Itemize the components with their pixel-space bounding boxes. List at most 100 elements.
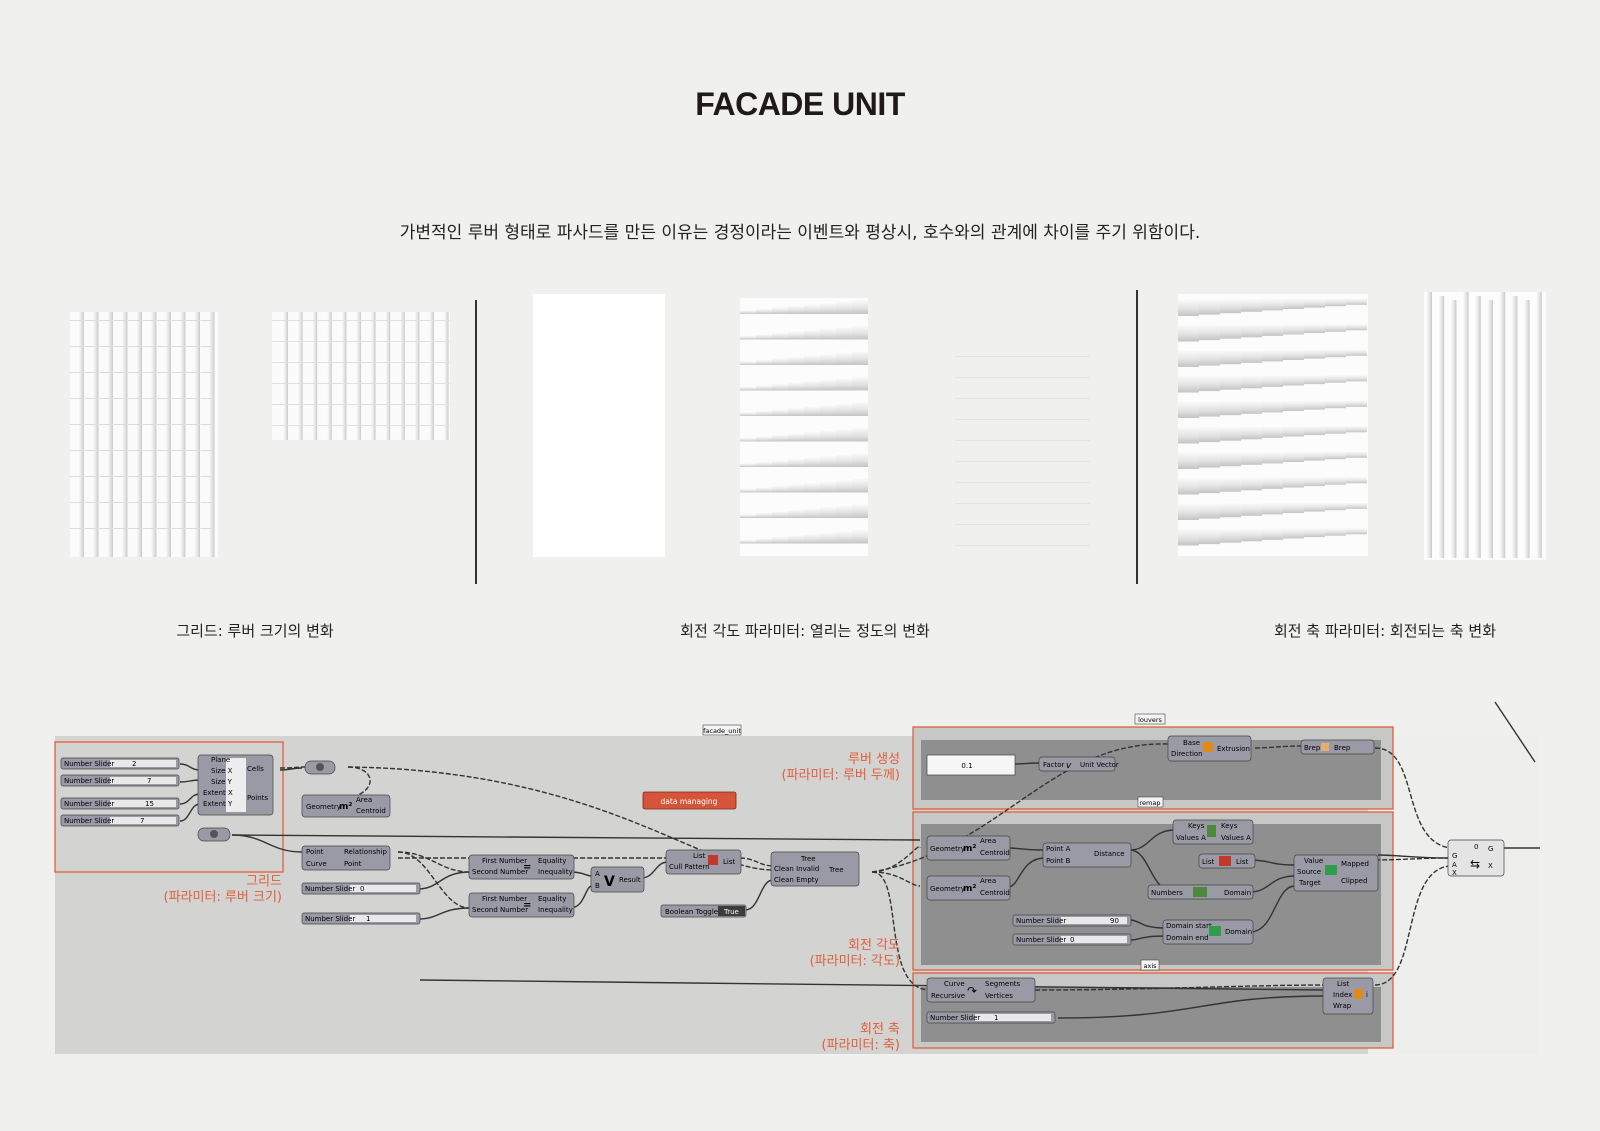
svg-text:Inequality: Inequality (538, 906, 573, 914)
louver-blade (836, 402, 852, 416)
louver-blade (1178, 425, 1199, 444)
grid-line (171, 450, 186, 451)
slider-axis[interactable]: Number Slider 1 (926, 1011, 1056, 1024)
node-point-in-curve[interactable]: Point Curve Relationship Point (301, 845, 391, 871)
node-sort-list[interactable]: Keys Values A Keys Values A (1172, 819, 1254, 845)
louver-edge (955, 461, 1090, 462)
panel-thickness[interactable]: 0.1 (926, 754, 1016, 776)
node-list-item-axis[interactable]: List Index Wrap i (1322, 977, 1374, 1015)
louver-fin (107, 312, 113, 557)
louver-blade (804, 533, 820, 544)
louver-fin (208, 312, 215, 557)
node-area-2[interactable]: Geometry m² Area Centroid (926, 835, 1011, 861)
louver-blade (1283, 374, 1304, 386)
svg-text:List: List (693, 852, 705, 860)
louver-blade (1241, 323, 1262, 338)
louver-blade (1346, 476, 1367, 484)
svg-text:First Number: First Number (482, 857, 527, 865)
svg-text:Number Slider: Number Slider (64, 760, 114, 768)
node-equality-1[interactable]: First Number Second Number = Equality In… (468, 854, 575, 880)
louver-blade (1241, 374, 1262, 389)
node-relay-1[interactable] (304, 760, 336, 775)
louver-blade (1346, 323, 1367, 331)
node-amplitude[interactable]: Factor v Unit Vector (1038, 756, 1119, 772)
grid-line (200, 398, 215, 399)
louver-blade (788, 356, 804, 365)
slider-size-x[interactable]: Number Slider 2 (60, 757, 180, 770)
grid-line (128, 398, 142, 399)
slider-one[interactable]: Number Slider 1 (301, 912, 421, 925)
slider-angle-90[interactable]: Number Slider 90 (1012, 914, 1132, 927)
louver-fin (150, 312, 157, 557)
louver-blade (1325, 476, 1346, 485)
label-rotation-axis: 회전 축(파라미터: 축) (821, 1022, 900, 1053)
louver-blade (1346, 374, 1367, 382)
louver-blade (1304, 298, 1325, 308)
slider-zero[interactable]: Number Slider 0 (301, 882, 421, 895)
grid-line (157, 372, 171, 373)
grid-line (157, 528, 171, 529)
grid-line (128, 476, 142, 477)
node-remap-numbers[interactable]: Value Source Target Mapped Clipped (1293, 854, 1379, 892)
node-gate-or[interactable]: A B V Result (590, 866, 645, 893)
louver-blade (1262, 298, 1283, 311)
node-distance[interactable]: Point A Point B Distance (1042, 842, 1132, 868)
louver-blade (836, 504, 852, 518)
svg-text:X: X (1452, 869, 1457, 877)
node-area-3[interactable]: Geometry m² Area Centroid (926, 875, 1011, 901)
louver-blade (772, 408, 788, 416)
louver-blade (1325, 425, 1346, 434)
slider-size-y[interactable]: Number Slider 7 (60, 774, 180, 787)
node-clean-tree[interactable]: Tree Clean Invalid Clean Empty Tree (770, 851, 860, 887)
svg-text:Points: Points (247, 794, 268, 802)
grid-line (99, 372, 113, 373)
svg-text:Values A: Values A (1176, 834, 1206, 842)
svg-text:Plane: Plane (211, 756, 230, 764)
svg-text:0: 0 (1070, 936, 1074, 944)
node-explode[interactable]: Curve Recursive ↷ Segments Vertices (926, 977, 1036, 1003)
louver-blade (1178, 374, 1199, 393)
node-area-1[interactable]: Geometry m² Area Centroid (301, 794, 391, 818)
louver-blade (852, 400, 868, 416)
slider-extent-x[interactable]: Number Slider 15 (60, 797, 180, 810)
node-bounds[interactable]: Numbers Domain (1147, 884, 1254, 900)
svg-text:⇆: ⇆ (1470, 857, 1480, 871)
node-construct-domain[interactable]: Domain start Domain end Domain (1162, 919, 1254, 945)
louver-fin (385, 312, 391, 440)
node-rotate-axis[interactable]: 0 G A X ⇆ G X (1447, 839, 1505, 877)
node-cull-pattern[interactable]: List Cull Pattern List (665, 849, 742, 875)
louver-blade (1325, 527, 1346, 536)
grid-line (113, 502, 128, 503)
svg-text:List: List (723, 858, 735, 866)
louver-blade (1262, 527, 1283, 540)
node-rectangular-grid[interactable]: Plane Size X Size Y Extent X Extent Y Ce… (197, 754, 274, 816)
louver-blade (756, 486, 772, 493)
slider-extent-y[interactable]: Number Slider 7 (60, 814, 180, 827)
svg-text:=: = (523, 862, 531, 873)
louver-edge (955, 482, 1090, 483)
gh-wires (179, 701, 1540, 1019)
svg-text:Values A: Values A (1221, 834, 1251, 842)
node-brep[interactable]: Brep Brep (1300, 739, 1375, 755)
data-managing-button[interactable]: data managing (642, 791, 737, 810)
svg-text:1: 1 (366, 915, 370, 923)
louver-blade (852, 528, 868, 544)
grid-line (186, 450, 200, 451)
louver-fin (414, 312, 420, 440)
grid-line (128, 372, 142, 373)
louver-blade (1262, 400, 1283, 413)
node-equality-2[interactable]: First Number Second Number = Equality In… (468, 892, 575, 918)
louver-blade (788, 381, 804, 391)
grid-line (84, 502, 99, 503)
divider-1 (475, 300, 477, 584)
node-list-item[interactable]: List List (1198, 853, 1256, 869)
louver-fin (283, 312, 288, 440)
boolean-toggle[interactable]: Boolean Toggle True (660, 904, 747, 918)
grid-line (99, 398, 113, 399)
node-relay-2[interactable] (197, 827, 231, 842)
grasshopper-definition[interactable]: facade_unit louvers remap axis (0, 700, 1600, 1100)
louver-blade (1262, 502, 1283, 515)
svg-text:v: v (1066, 761, 1072, 771)
slider-angle-0[interactable]: Number Slider 0 (1012, 933, 1132, 946)
node-extrude[interactable]: Base Direction Extrusion (1167, 735, 1252, 762)
